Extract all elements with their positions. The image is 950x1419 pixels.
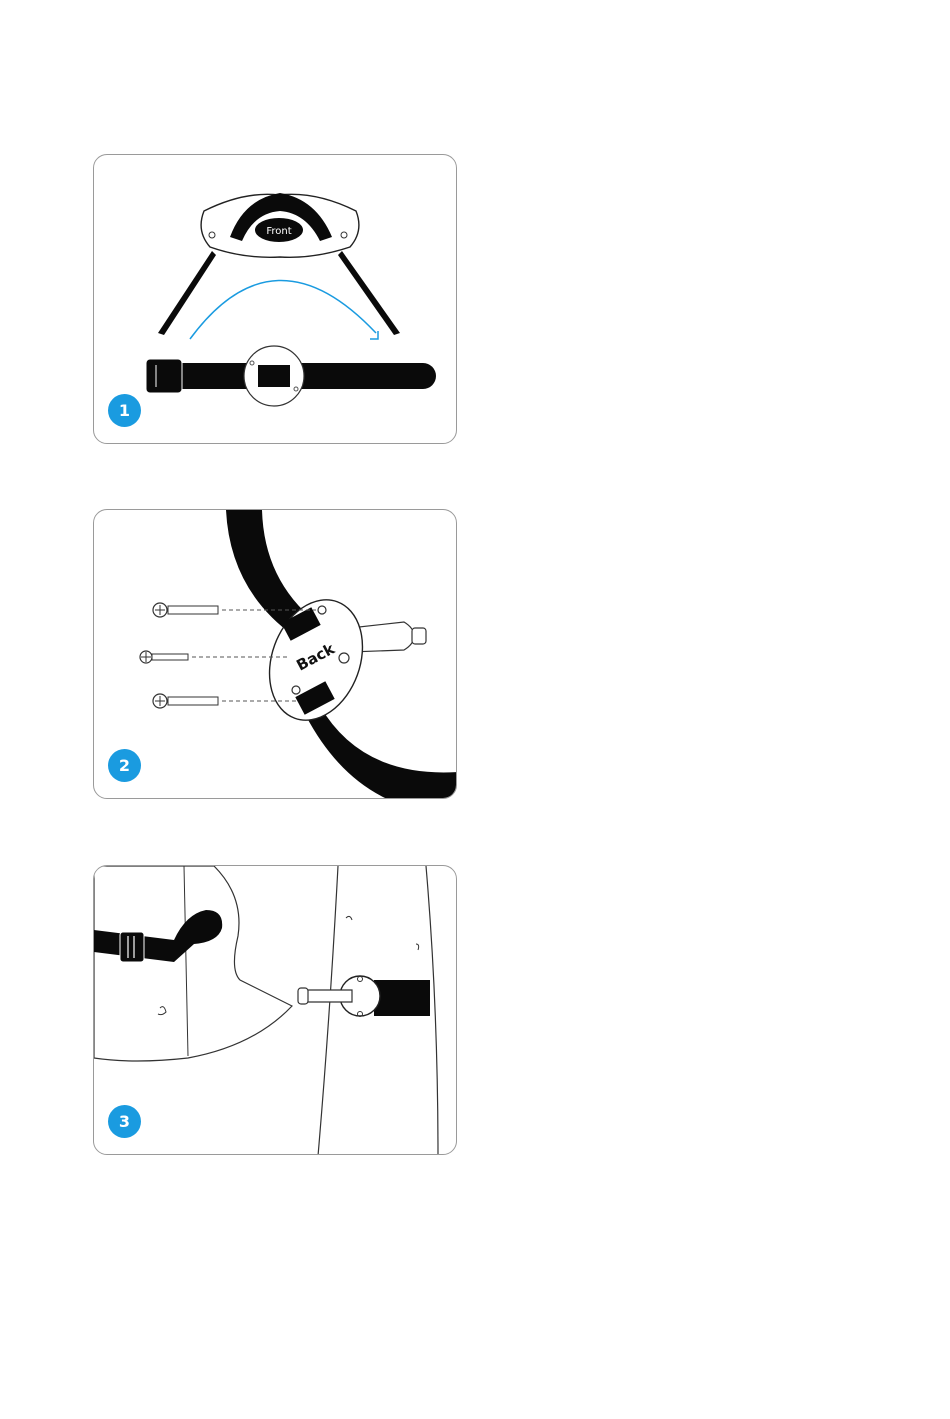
rotate-arrow — [190, 280, 376, 339]
buckle — [146, 359, 182, 393]
zoom-bubble — [94, 866, 292, 1061]
step-2-illustration: Back — [94, 510, 457, 799]
screw-middle — [140, 651, 188, 663]
step-2-panel: Back 2 — [93, 509, 457, 799]
screw-top — [153, 603, 218, 617]
step-number-badge: 2 — [108, 749, 141, 782]
step-3-illustration — [94, 866, 457, 1155]
step-number-badge: 1 — [108, 394, 141, 427]
trunk-strap — [374, 980, 430, 1016]
step-3-panel: 3 — [93, 865, 457, 1155]
step-1-illustration: Front — [94, 155, 457, 444]
screw-bottom — [153, 694, 218, 708]
step-number-badge: 3 — [108, 1105, 141, 1138]
step-1-panel: Front 1 — [93, 154, 457, 444]
front-label: Front — [266, 226, 291, 237]
